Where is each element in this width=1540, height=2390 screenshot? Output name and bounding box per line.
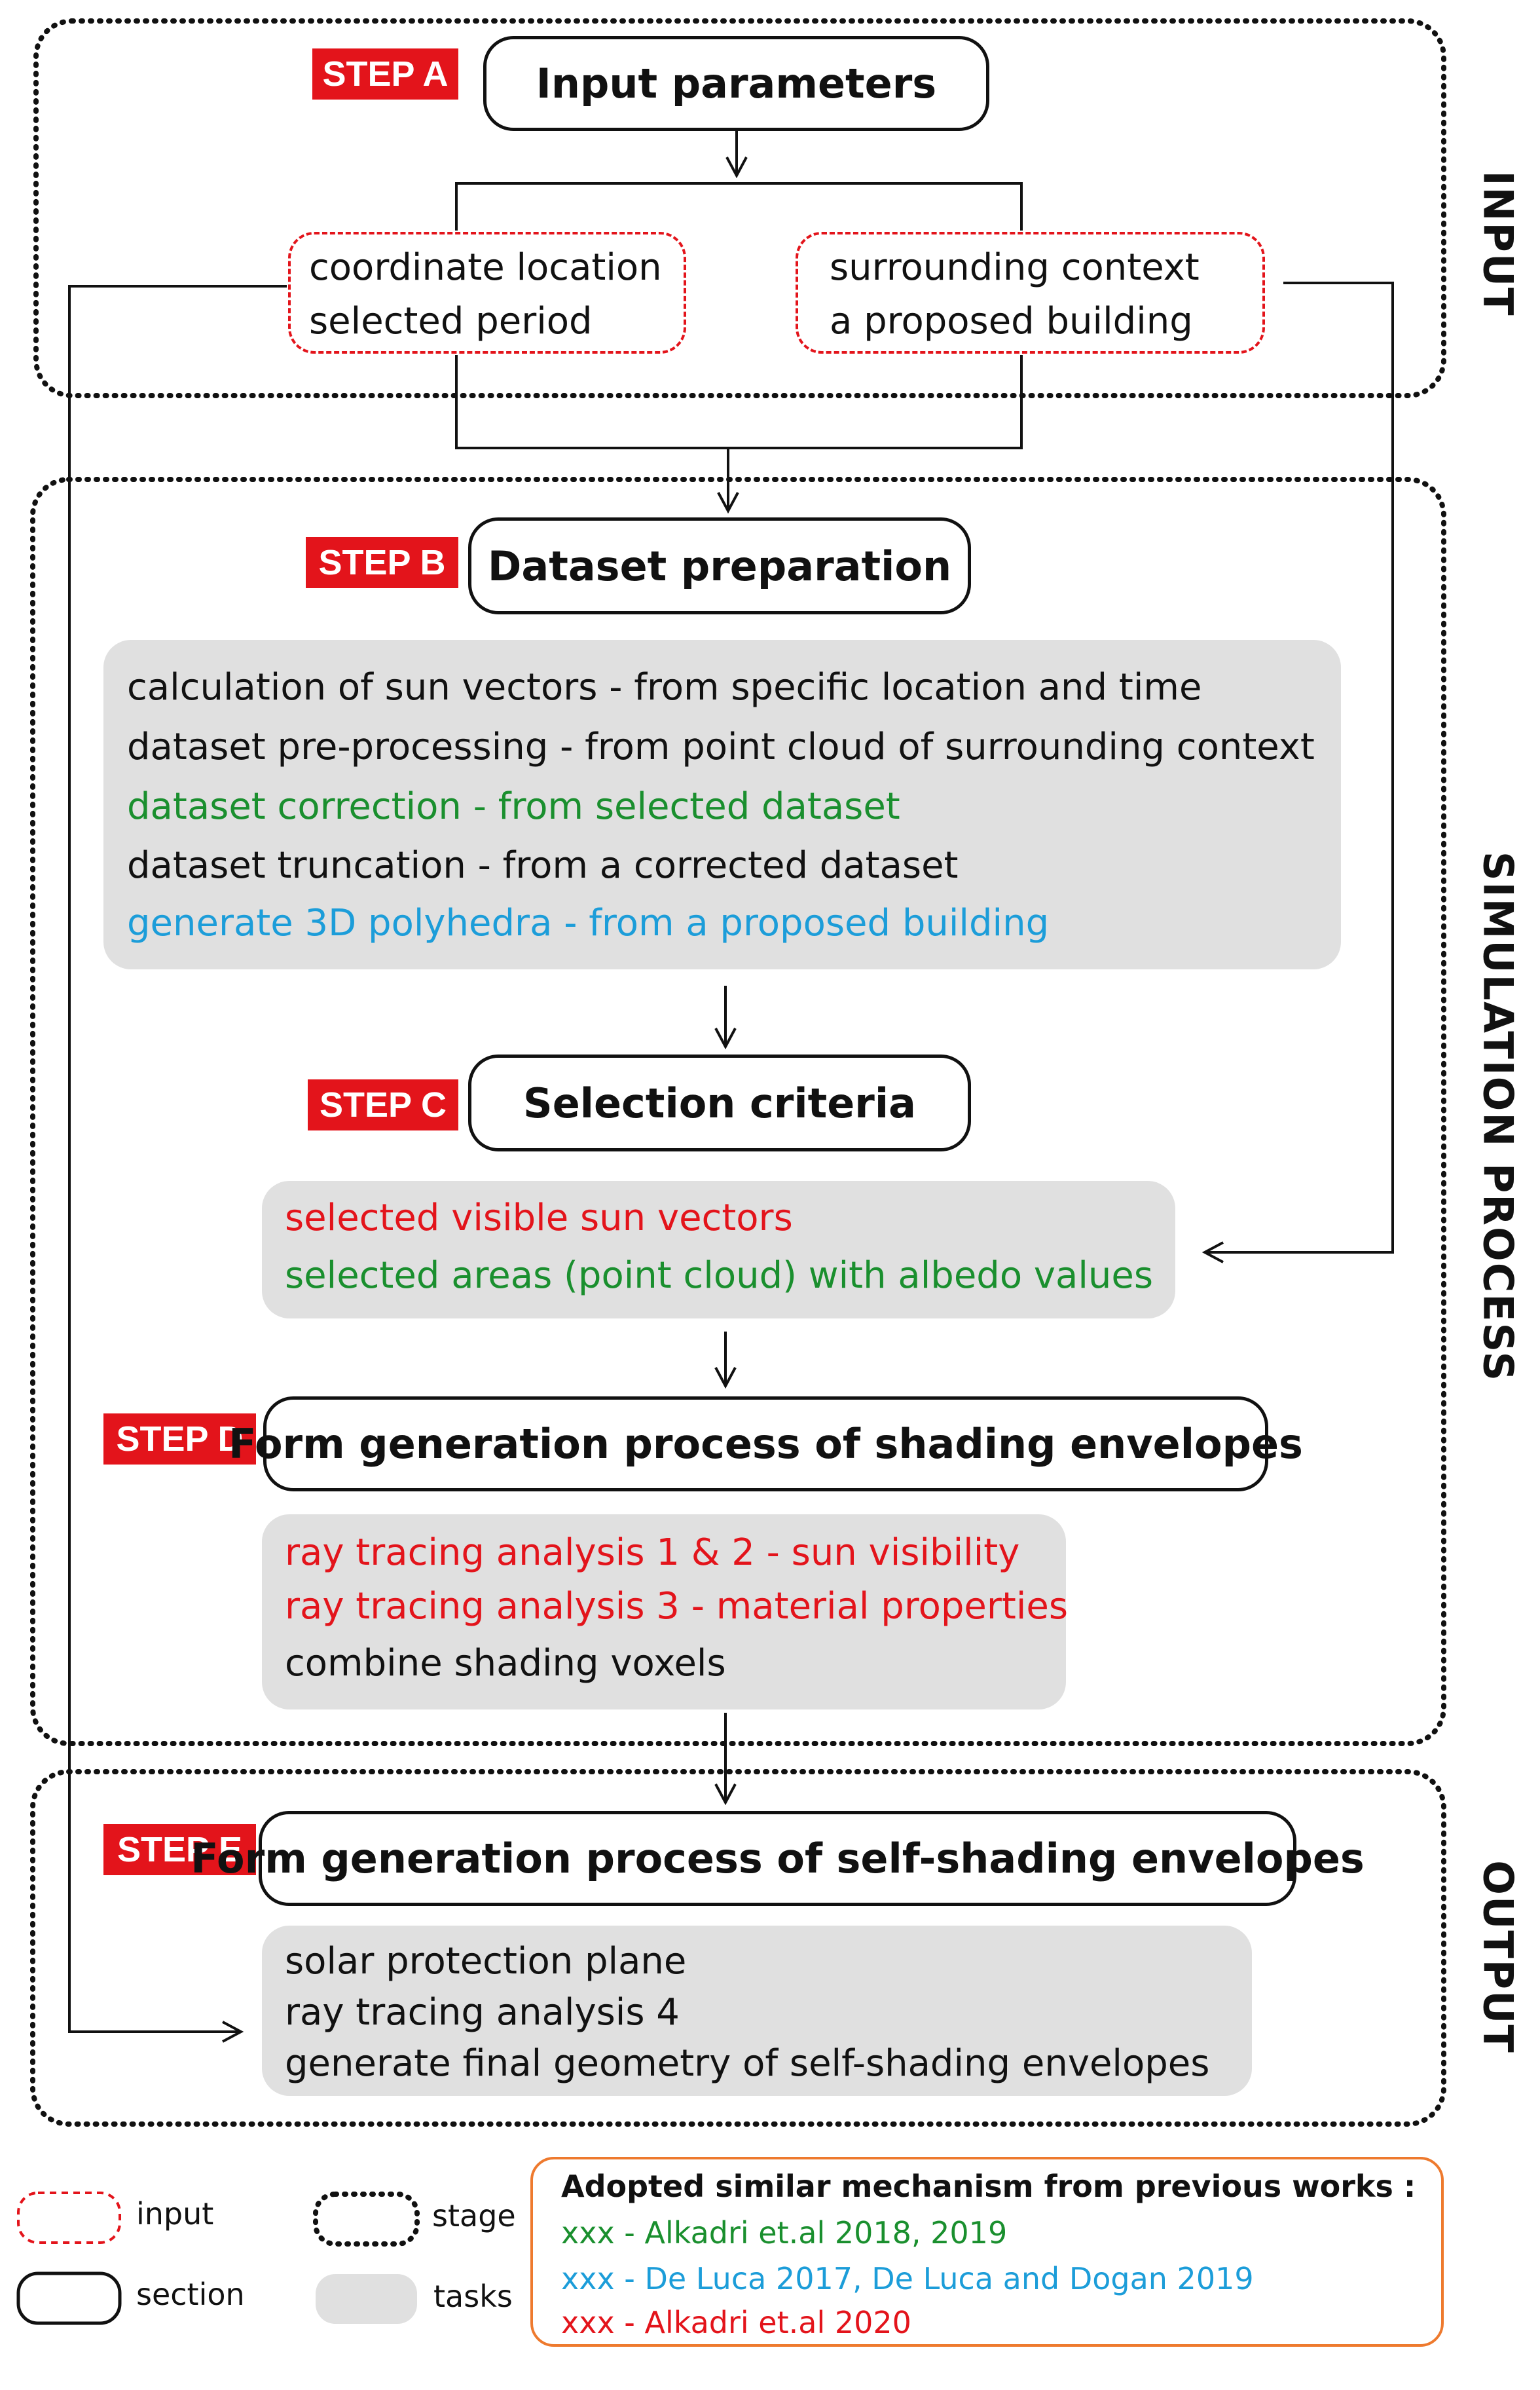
- legend-adopted-box: Adopted similar mechanism from previous …: [530, 2157, 1444, 2347]
- task-b-4: dataset truncation - from a corrected da…: [127, 844, 959, 887]
- step-d-section: Form generation process of shading envel…: [229, 1396, 1303, 1491]
- step-c-tasks: selected visible sun vectors selected ar…: [262, 1181, 1175, 1318]
- step-e-badge: STEP E: [103, 1824, 256, 1875]
- legend-adopted-title: Adopted similar mechanism from previous …: [561, 2169, 1416, 2204]
- task-b-2: dataset pre-processing - from point clou…: [127, 726, 1315, 768]
- step-b-section: Dataset preparation: [468, 517, 971, 614]
- legend-section-swatch: [16, 2271, 122, 2325]
- step-c-section: Selection criteria: [468, 1055, 971, 1151]
- input-context-line: surrounding context: [830, 246, 1200, 289]
- input-location-box: coordinate location selected period: [288, 232, 686, 354]
- stage-label-simulation: SIMULATION PROCESS: [1474, 851, 1522, 1383]
- legend-stage-swatch: [313, 2192, 420, 2247]
- task-b-5: generate 3D polyhedra - from a proposed …: [127, 902, 1050, 944]
- legend-stage-label: stage: [432, 2198, 516, 2233]
- legend-input-label: input: [136, 2196, 214, 2231]
- legend-tasks-swatch: [316, 2274, 417, 2324]
- task-e-3: generate final geometry of self-shading …: [285, 2042, 1210, 2085]
- legend-adopted-2: xxx - De Luca 2017, De Luca and Dogan 20…: [561, 2261, 1254, 2296]
- legend-adopted-1: xxx - Alkadri et.al 2018, 2019: [561, 2215, 1008, 2250]
- legend-section-label: section: [136, 2277, 245, 2312]
- legend-tasks-label: tasks: [433, 2279, 513, 2314]
- input-context-box: surrounding context a proposed building: [796, 232, 1265, 354]
- input-period-line: selected period: [309, 300, 593, 343]
- task-d-2: ray tracing analysis 3 - material proper…: [285, 1585, 1069, 1628]
- task-b-3: dataset correction - from selected datas…: [127, 785, 900, 828]
- task-e-2: ray tracing analysis 4: [285, 1991, 680, 2034]
- task-d-3: combine shading voxels: [285, 1642, 726, 1685]
- input-building-line: a proposed building: [830, 300, 1193, 343]
- step-b-badge: STEP B: [306, 537, 458, 588]
- stage-frame-output: [30, 1769, 1446, 2127]
- step-b-tasks: calculation of sun vectors - from specif…: [103, 640, 1341, 969]
- legend-input-swatch: [17, 2192, 121, 2244]
- legend-adopted-3: xxx - Alkadri et.al 2020: [561, 2305, 911, 2340]
- step-d-tasks: ray tracing analysis 1 & 2 - sun visibil…: [262, 1514, 1069, 1709]
- stage-label-output: OUTPUT: [1474, 1860, 1522, 2054]
- task-c-2: selected areas (point cloud) with albedo…: [285, 1254, 1154, 1297]
- stage-label-input: INPUT: [1474, 170, 1522, 317]
- stage-frame-simulation: [30, 477, 1446, 1746]
- task-e-1: solar protection plane: [285, 1940, 687, 1983]
- input-location-line: coordinate location: [309, 246, 662, 289]
- step-e-section: Form generation process of self-shading …: [191, 1811, 1365, 1906]
- step-d-badge: STEP D: [103, 1413, 256, 1465]
- task-b-1: calculation of sun vectors - from specif…: [127, 666, 1202, 709]
- task-c-1: selected visible sun vectors: [285, 1197, 793, 1239]
- stage-frame-input: [33, 18, 1446, 398]
- step-a-badge: STEP A: [312, 48, 458, 100]
- task-d-1: ray tracing analysis 1 & 2 - sun visibil…: [285, 1531, 1020, 1574]
- step-c-badge: STEP C: [308, 1079, 458, 1130]
- step-e-tasks: solar protection plane ray tracing analy…: [262, 1926, 1252, 2096]
- step-a-section: Input parameters: [483, 36, 989, 131]
